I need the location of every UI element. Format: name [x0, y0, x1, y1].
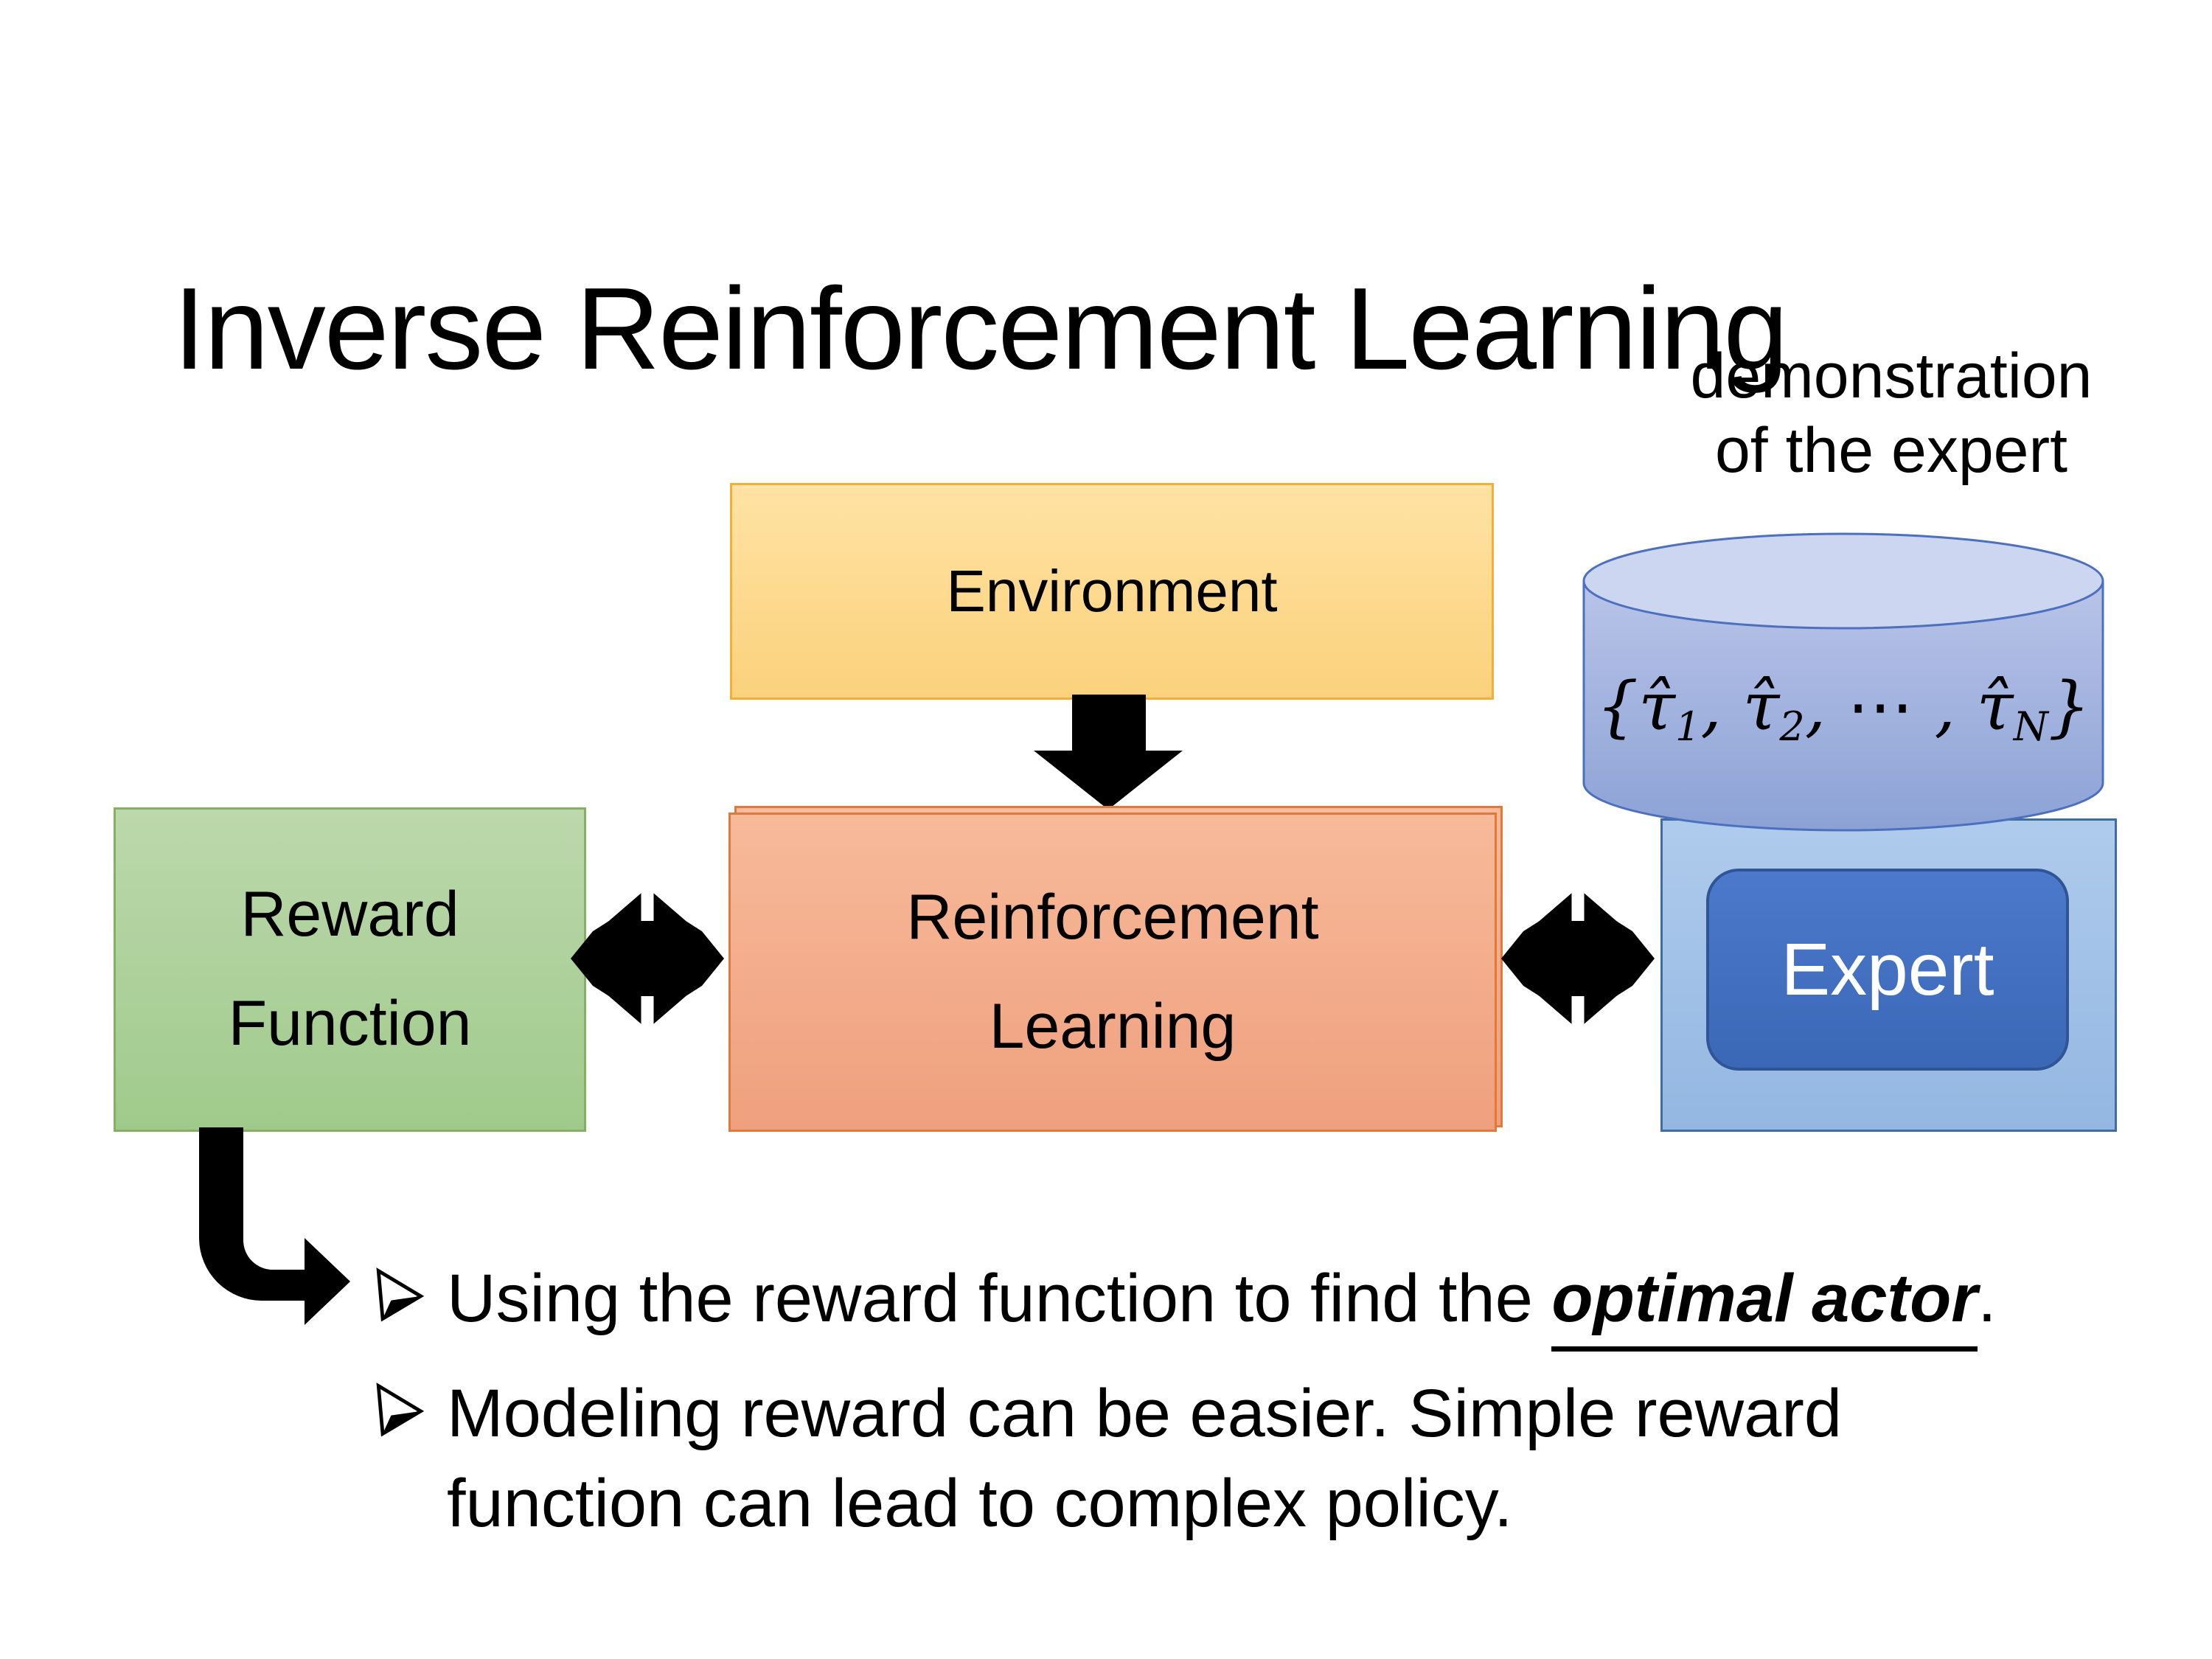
down-arrow-icon: [1034, 695, 1183, 810]
bullet-item-optimal-actor: Using the reward function to find the op…: [367, 1253, 2152, 1352]
double-arrow-cluster-icon: [1501, 882, 1655, 1035]
caption-line-2: of the expert: [1714, 415, 2068, 487]
bullet-item-modeling-reward: Modeling reward can be easier. Simple re…: [367, 1368, 2152, 1549]
double-arrow-cluster-icon: [571, 882, 724, 1035]
arrowhead-bullet-icon: [376, 1382, 425, 1437]
reinforcement-learning-label: Reinforcement Learning: [906, 881, 1319, 1062]
trajectory-set-formula: {τ̂1, τ̂2, ⋯ , τ̂N}: [1596, 668, 2091, 751]
environment-box: Environment: [730, 483, 1494, 700]
database-cylinder-icon: [1582, 532, 2104, 832]
expert-label: Expert: [1781, 928, 1994, 1011]
bullet-text: Using the reward function to find the op…: [447, 1253, 1997, 1352]
bullet-text: Modeling reward can be easier. Simple re…: [447, 1376, 1843, 1542]
expert-box: Expert: [1706, 869, 2069, 1071]
page-title: Inverse Reinforcement Learning: [173, 263, 1788, 394]
reward-function-label: Reward Function: [228, 879, 472, 1059]
elbow-arrow-icon: [199, 1127, 350, 1325]
arrowhead-bullet-icon: [376, 1267, 425, 1322]
optimal-actor-emphasis: optimal actor: [1551, 1261, 1978, 1352]
environment-label: Environment: [946, 558, 1278, 624]
caption-line-1: demonstration: [1690, 341, 2093, 411]
demonstration-caption: demonstration of the expert: [1585, 339, 2197, 489]
reward-function-box: Reward Function: [114, 807, 586, 1132]
reinforcement-learning-box: Reinforcement Learning: [728, 813, 1497, 1132]
